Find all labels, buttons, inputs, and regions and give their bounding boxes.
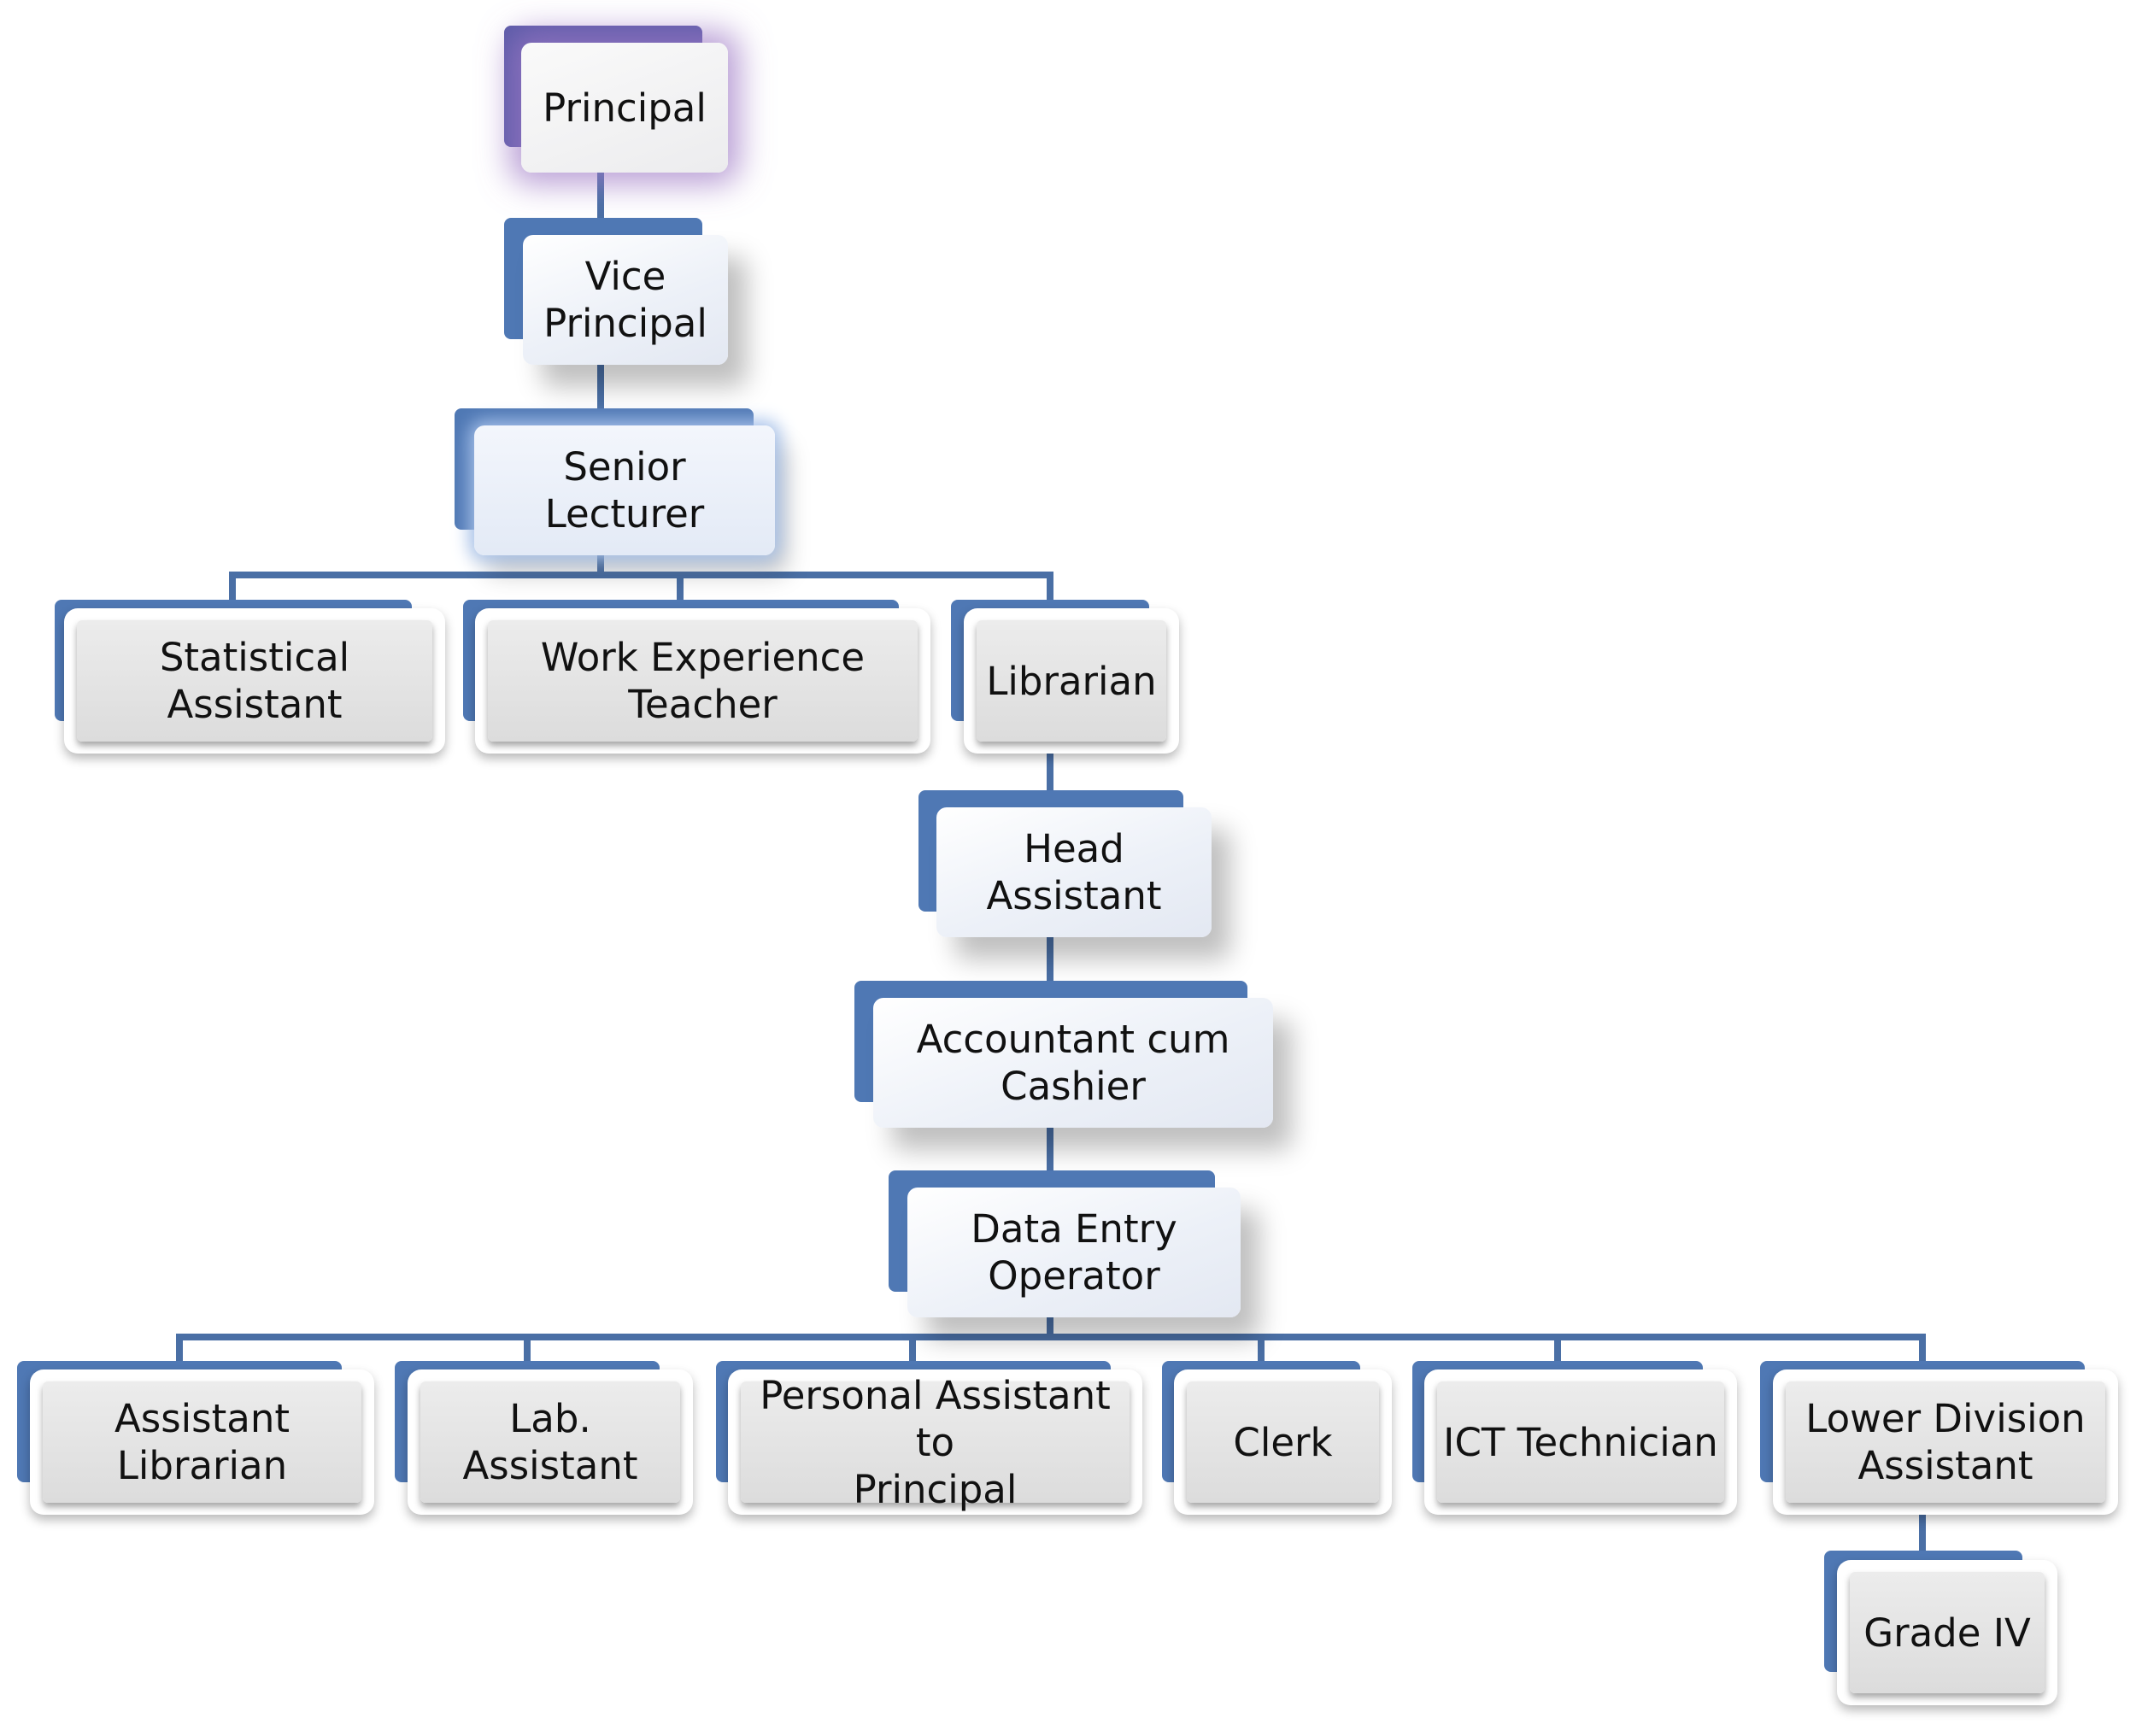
connector-lines (176, 152, 1926, 1554)
